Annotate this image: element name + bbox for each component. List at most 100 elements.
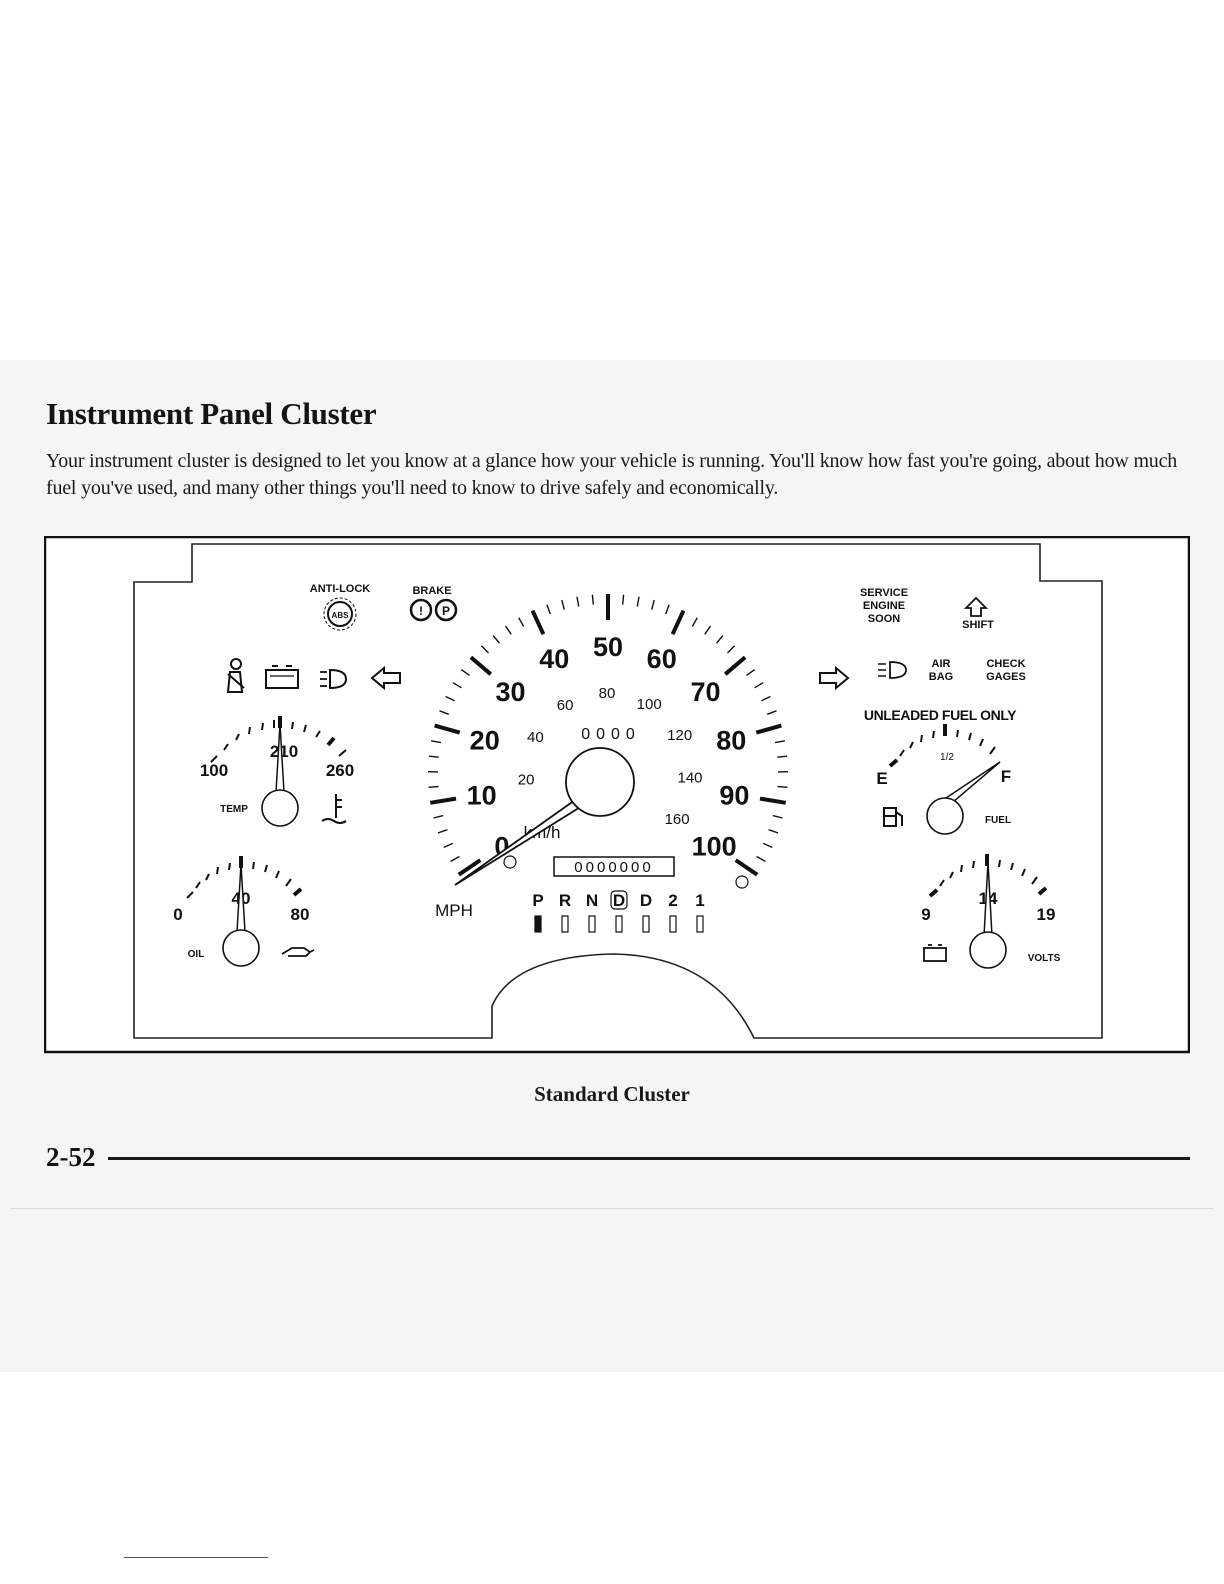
gear-indicator-lamp xyxy=(615,915,623,933)
speedometer-tick xyxy=(746,669,756,676)
temp-max-label: 260 xyxy=(326,761,354,780)
mph-unit-label: MPH xyxy=(435,901,473,920)
speedometer-tick xyxy=(761,695,771,702)
fuel-full-label: F xyxy=(1001,767,1011,786)
speedometer-tick xyxy=(430,740,442,744)
page-number: 2-52 xyxy=(46,1142,96,1172)
service-engine-soon-light: SERVICE ENGINE SOON xyxy=(860,587,908,625)
gear-indicator-lamp xyxy=(588,915,596,933)
speedometer-tick xyxy=(561,599,565,610)
svg-text:CHECK: CHECK xyxy=(986,658,1025,670)
oil-pressure-gauge: 0 40 80 OIL xyxy=(173,856,315,967)
gear-indicator-lamp xyxy=(534,915,542,933)
speedometer-tick xyxy=(665,604,670,615)
overdrive-gear-outline xyxy=(610,890,628,910)
odometer: 0000000 xyxy=(553,856,675,877)
mph-label: 80 xyxy=(716,726,746,756)
speedometer-tick xyxy=(754,682,764,689)
speedometer-tick xyxy=(591,594,594,605)
air-bag-light: AIR BAG xyxy=(929,658,953,683)
check-gages-light: CHECK GAGES xyxy=(986,658,1026,683)
speedometer-tick xyxy=(445,695,455,702)
gear-label: D xyxy=(613,891,625,910)
volts-max-label: 19 xyxy=(1037,905,1056,924)
fuel-empty-label: E xyxy=(876,769,887,788)
anti-lock-label: ANTI-LOCK xyxy=(310,583,371,595)
shift-arrow-icon xyxy=(963,596,989,617)
speedometer-tick xyxy=(759,796,787,805)
svg-text:!: ! xyxy=(419,604,423,618)
kmh-label: 140 xyxy=(677,770,702,787)
speedometer-tick xyxy=(636,596,640,607)
gear-label: N xyxy=(586,891,598,910)
speedometer-tick xyxy=(428,755,439,758)
fuel-half-label: 1/2 xyxy=(940,752,954,763)
fuel-gauge-hub xyxy=(926,797,964,835)
volts-gauge-hub xyxy=(969,931,1007,969)
kmh-label: 120 xyxy=(667,727,692,744)
volts-min-label: 9 xyxy=(921,905,930,924)
svg-text:0000: 0000 xyxy=(581,726,641,743)
trip-reset-button[interactable] xyxy=(503,855,517,869)
speedometer-tick xyxy=(443,842,454,849)
speedometer-tick xyxy=(755,723,782,735)
high-beam-icon xyxy=(878,661,907,679)
speedometer-tick xyxy=(651,599,655,610)
fuel-pump-icon xyxy=(883,807,903,827)
oil-max-label: 80 xyxy=(291,905,310,924)
figure-caption: Standard Cluster xyxy=(534,1082,690,1106)
volts-battery-icon xyxy=(923,944,947,962)
mph-label: 40 xyxy=(539,644,569,674)
temp-min-label: 100 xyxy=(200,761,228,780)
speedometer-tick xyxy=(433,814,444,819)
mph-label: 60 xyxy=(647,644,677,674)
speedometer-tick xyxy=(715,635,724,644)
footer-rule xyxy=(108,1157,1190,1160)
speedometer-tick xyxy=(518,617,525,627)
speedometer-tick xyxy=(691,617,698,627)
kmh-label: 60 xyxy=(557,697,574,714)
mph-label: 70 xyxy=(690,677,720,707)
band-divider xyxy=(10,1208,1214,1209)
speedometer-tick xyxy=(670,609,686,636)
unleaded-fuel-only-label: UNLEADED FUEL ONLY xyxy=(864,707,1017,723)
kmh-label: 160 xyxy=(665,811,690,828)
speedometer-tick xyxy=(724,655,747,676)
odometer-reset-button[interactable] xyxy=(735,875,749,889)
speedometer-tick xyxy=(622,594,625,605)
gear-label: D xyxy=(640,891,652,910)
speedometer-tick xyxy=(460,669,470,676)
seatbelt-icon xyxy=(226,658,245,693)
svg-text:AIR: AIR xyxy=(932,658,951,670)
svg-text:ENGINE: ENGINE xyxy=(863,600,905,612)
section-title: Instrument Panel Cluster xyxy=(46,396,377,431)
speedometer-tick-marks xyxy=(427,594,789,877)
gear-indicator-lamp xyxy=(669,915,677,933)
speedometer-tick xyxy=(762,842,773,849)
headlamp-icon xyxy=(320,668,348,690)
speedometer-tick xyxy=(504,625,512,635)
speedometer-tick xyxy=(756,855,766,863)
svg-text:BAG: BAG xyxy=(929,671,953,683)
speedometer-tick xyxy=(768,829,779,834)
speedometer-tick xyxy=(439,710,450,715)
speedometer-tick xyxy=(492,635,501,644)
gear-label: R xyxy=(559,891,571,910)
gear-indicator-lamp xyxy=(696,915,704,933)
speedometer-tick xyxy=(734,858,759,877)
gear-indicator-lamp xyxy=(642,915,650,933)
speedometer-hub xyxy=(565,747,635,817)
kmh-label: 20 xyxy=(518,772,535,789)
brake-label: BRAKE xyxy=(412,585,451,597)
page-edge-line xyxy=(124,1557,268,1558)
mph-label: 20 xyxy=(470,726,500,756)
brake-warning-icon: ! P xyxy=(409,598,458,622)
speedometer-tick xyxy=(766,710,777,715)
speedometer-tick xyxy=(774,740,786,744)
kmh-label: 40 xyxy=(527,729,544,746)
svg-text:SERVICE: SERVICE xyxy=(860,587,908,599)
speedometer-tick xyxy=(727,645,735,654)
